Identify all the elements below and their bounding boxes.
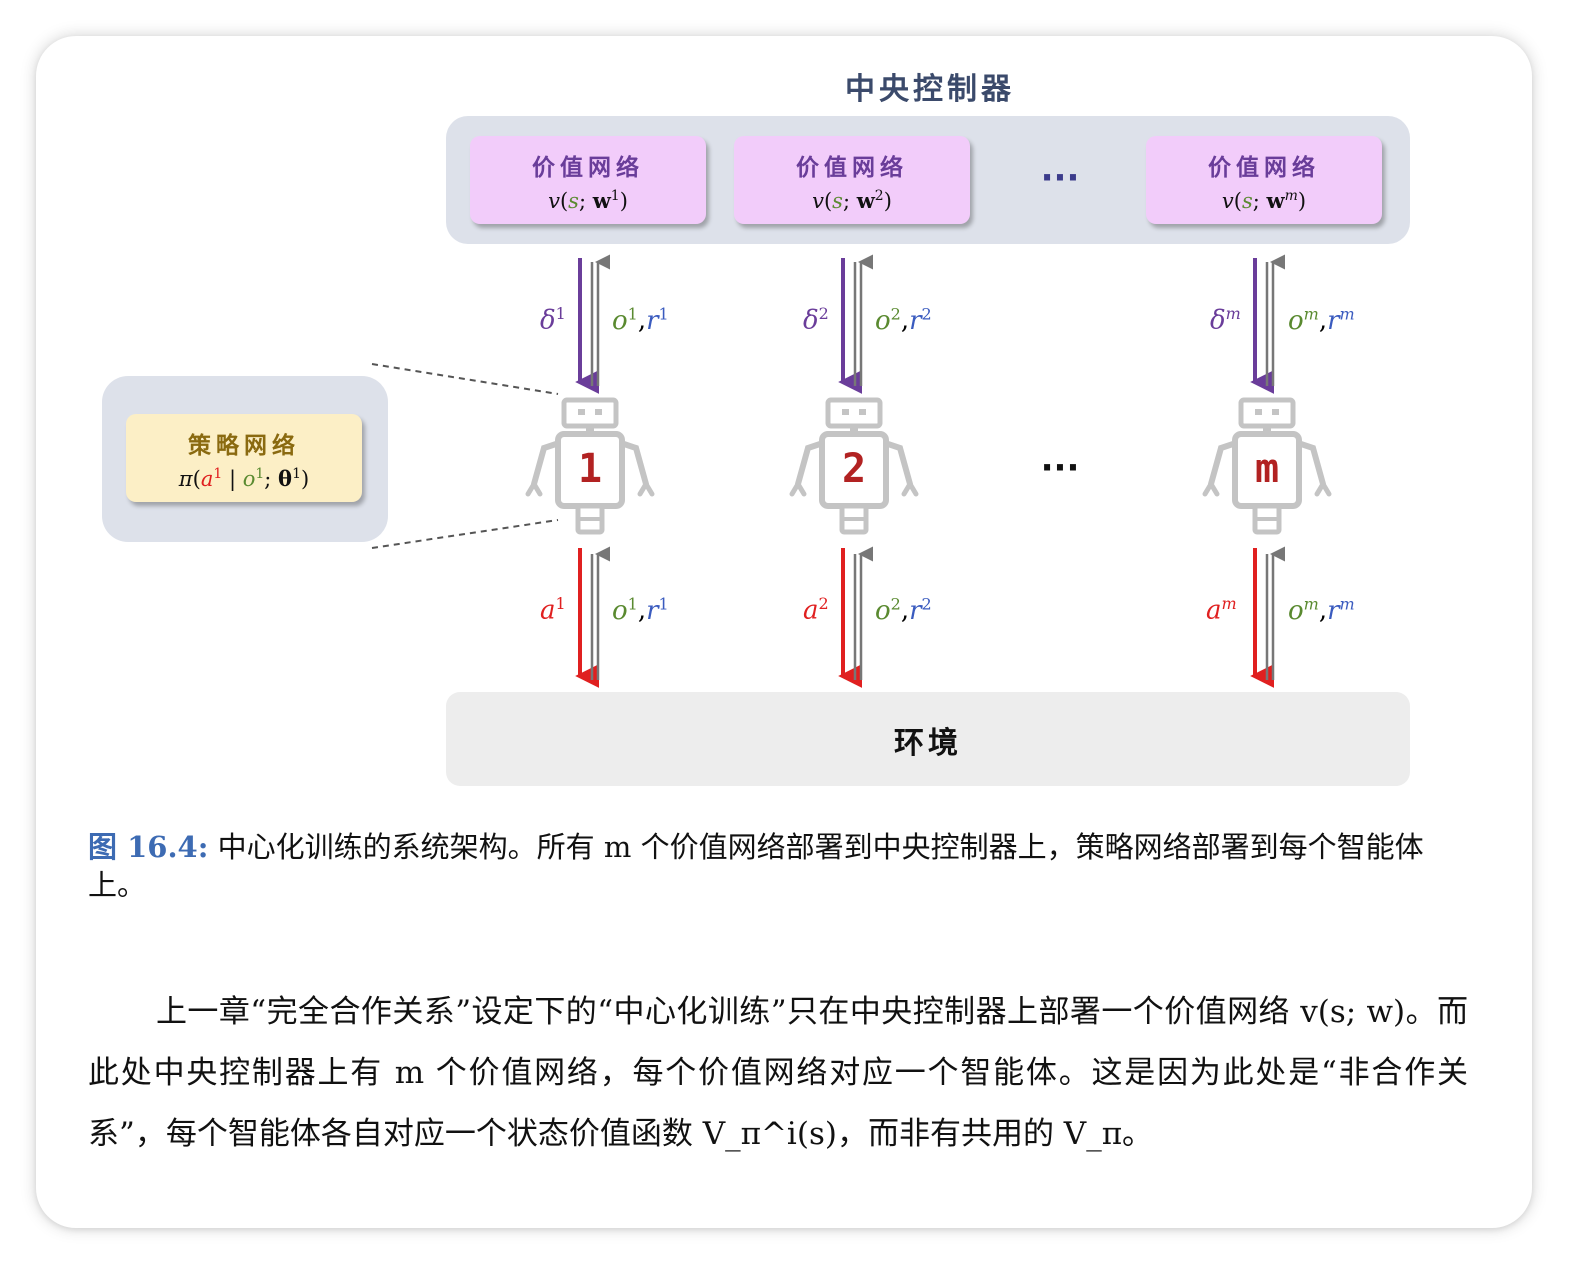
environment-label: 环境 (894, 726, 962, 761)
value-network-label: 价值网络 (796, 155, 908, 181)
central-controller-title: 中央控制器 (845, 72, 1015, 107)
delta-label-m: δm (1210, 304, 1241, 336)
agent-ellipsis: ··· (1040, 448, 1080, 488)
value-network-formula: v(s; w2) (812, 188, 892, 213)
obs-reward-label-upper-1: o1,r1 (612, 304, 669, 336)
obs-reward-label-lower-2: o2,r2 (875, 594, 932, 626)
figure-graphics (371, 254, 1582, 688)
robot-number-1: 1 (577, 446, 603, 492)
action-label-1: a1 (540, 594, 566, 626)
policy-network-label: 策略网络 (188, 433, 300, 459)
value-network-1: 价值网络 v(s; w1) (470, 136, 706, 224)
obs-reward-label-lower-m: om,rm (1288, 594, 1355, 626)
obs-reward-label-upper-2: o2,r2 (875, 304, 932, 336)
action-label-2: a2 (803, 594, 829, 626)
value-network-ellipsis: ··· (1040, 158, 1080, 198)
robot-number-2: 2 (841, 446, 867, 492)
value-network-formula: v(s; w1) (548, 188, 628, 213)
figure: 中央控制器 价值网络 v(s; w1) 价值网络 v(s; w2) ··· 价值… (102, 72, 1582, 786)
environment-box: 环境 (446, 692, 1410, 786)
action-label-m: am (1206, 594, 1237, 626)
obs-reward-label-upper-m: om,rm (1288, 304, 1355, 336)
obs-reward-label-lower-1: o1,r1 (612, 594, 669, 626)
policy-network-box: 策略网络 π(a1 | o1; θ1) (126, 414, 362, 502)
delta-label-1: δ1 (540, 304, 566, 336)
policy-network-formula: π(a1 | o1; θ1) (178, 466, 310, 491)
delta-label-2: δ2 (803, 304, 829, 336)
value-network-formula: v(s; wm) (1221, 188, 1307, 213)
figure-caption: 图 16.4: 中心化训练的系统架构。所有 m 个价值网络部署到中央控制器上，策… (88, 828, 1468, 904)
figure-number: 图 16.4: (88, 830, 209, 864)
value-network-2: 价值网络 v(s; w2) (734, 136, 970, 224)
value-network-m: 价值网络 v(s; wm) (1146, 136, 1382, 224)
value-network-label: 价值网络 (532, 155, 644, 181)
body-paragraph: 上一章“完全合作关系”设定下的“中心化训练”只在中央控制器上部署一个价值网络 v… (88, 994, 1468, 1152)
value-network-label: 价值网络 (1208, 155, 1320, 181)
robot-number-m: m (1254, 446, 1280, 492)
caption-text: 中心化训练的系统架构。所有 m 个价值网络部署到中央控制器上，策略网络部署到每个… (88, 830, 1424, 902)
